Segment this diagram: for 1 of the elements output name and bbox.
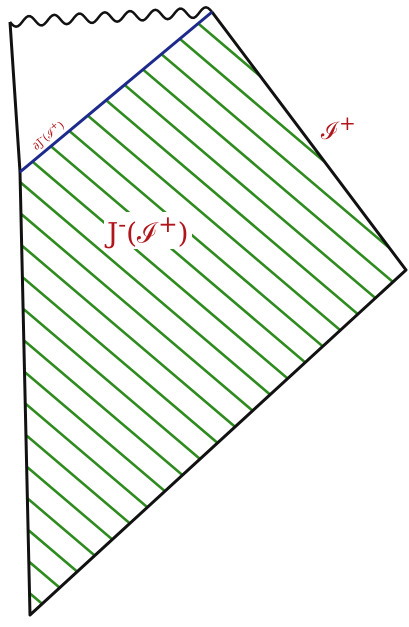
- region-label: J$^{-}$(ℐ$^{+}$): [104, 212, 192, 250]
